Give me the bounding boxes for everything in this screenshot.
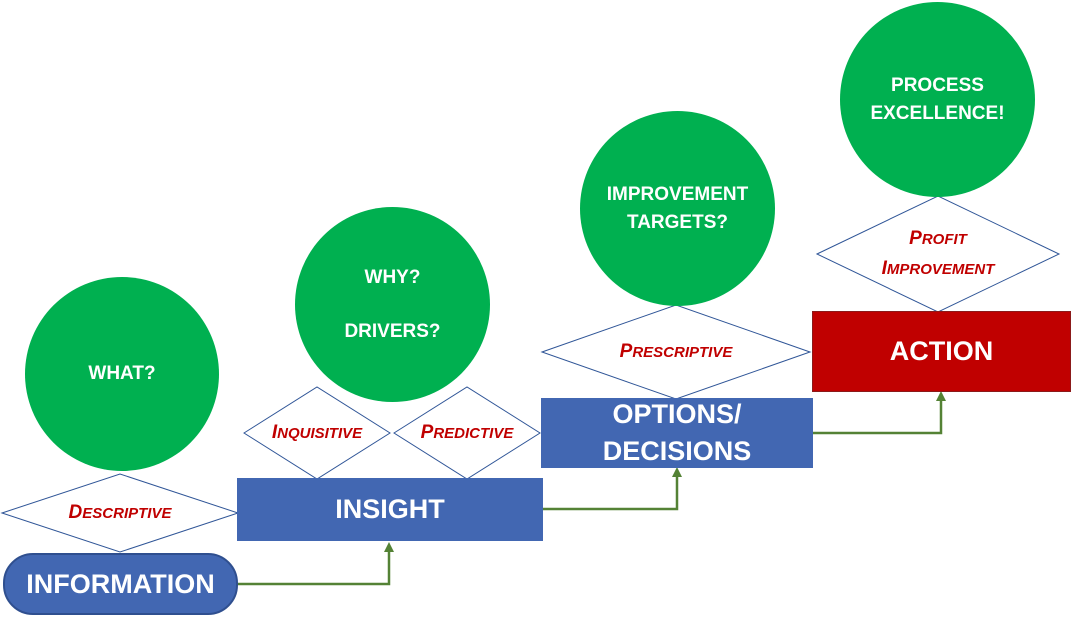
label-prescriptive: Prescriptive	[586, 336, 766, 368]
step-information: INFORMATION	[3, 553, 238, 615]
step-action-label: ACTION	[889, 336, 994, 366]
step-options-decisions: OPTIONS/ DECISIONS	[541, 398, 813, 468]
label-descriptive: Descriptive	[30, 497, 210, 529]
step-insight: INSIGHT	[237, 478, 543, 541]
circle-process-text: PROCESS	[891, 74, 984, 96]
label-predictive-text: Predictive	[420, 422, 514, 443]
step-insight-label: INSIGHT	[335, 494, 445, 524]
label-descriptive-text: Descriptive	[68, 502, 172, 523]
step-action: ACTION	[812, 311, 1071, 392]
label-inquisitive-text: Inquisitive	[271, 422, 363, 443]
circle-improvement-text: IMPROVEMENT	[606, 183, 749, 205]
label-prescriptive-text: Prescriptive	[619, 341, 733, 362]
circle-why-text: WHY?	[364, 266, 421, 288]
label-profit-improvement: Profit Improvement	[848, 224, 1028, 284]
circle-why-drivers: WHY? DRIVERS?	[295, 207, 490, 402]
circle-targets-text: TARGETS?	[627, 211, 728, 233]
diamond-inquisitive	[243, 386, 391, 480]
label-predictive: Predictive	[397, 417, 537, 449]
circle-improvement-targets: IMPROVEMENT TARGETS?	[580, 111, 775, 306]
diamond-predictive	[393, 386, 541, 480]
circle-what-text: WHAT?	[88, 363, 156, 384]
step-information-label: INFORMATION	[26, 568, 215, 599]
label-inquisitive: Inquisitive	[247, 417, 387, 449]
arrow-options-to-action	[813, 391, 946, 435]
arrow-insight-to-options	[543, 467, 682, 511]
circle-what: WHAT?	[25, 277, 219, 471]
step-options-label: OPTIONS/	[612, 399, 742, 429]
label-improvement-text: Improvement	[881, 258, 995, 279]
arrow-information-to-insight	[238, 542, 394, 586]
circle-excellence-text: EXCELLENCE!	[870, 102, 1005, 124]
circle-drivers-text: DRIVERS?	[344, 320, 441, 342]
diamond-prescriptive	[540, 304, 812, 400]
diamond-profit-improvement	[815, 195, 1061, 313]
step-decisions-label: DECISIONS	[602, 436, 752, 466]
circle-process-excellence: PROCESS EXCELLENCE!	[840, 2, 1035, 197]
label-profit-text: Profit	[909, 228, 967, 249]
